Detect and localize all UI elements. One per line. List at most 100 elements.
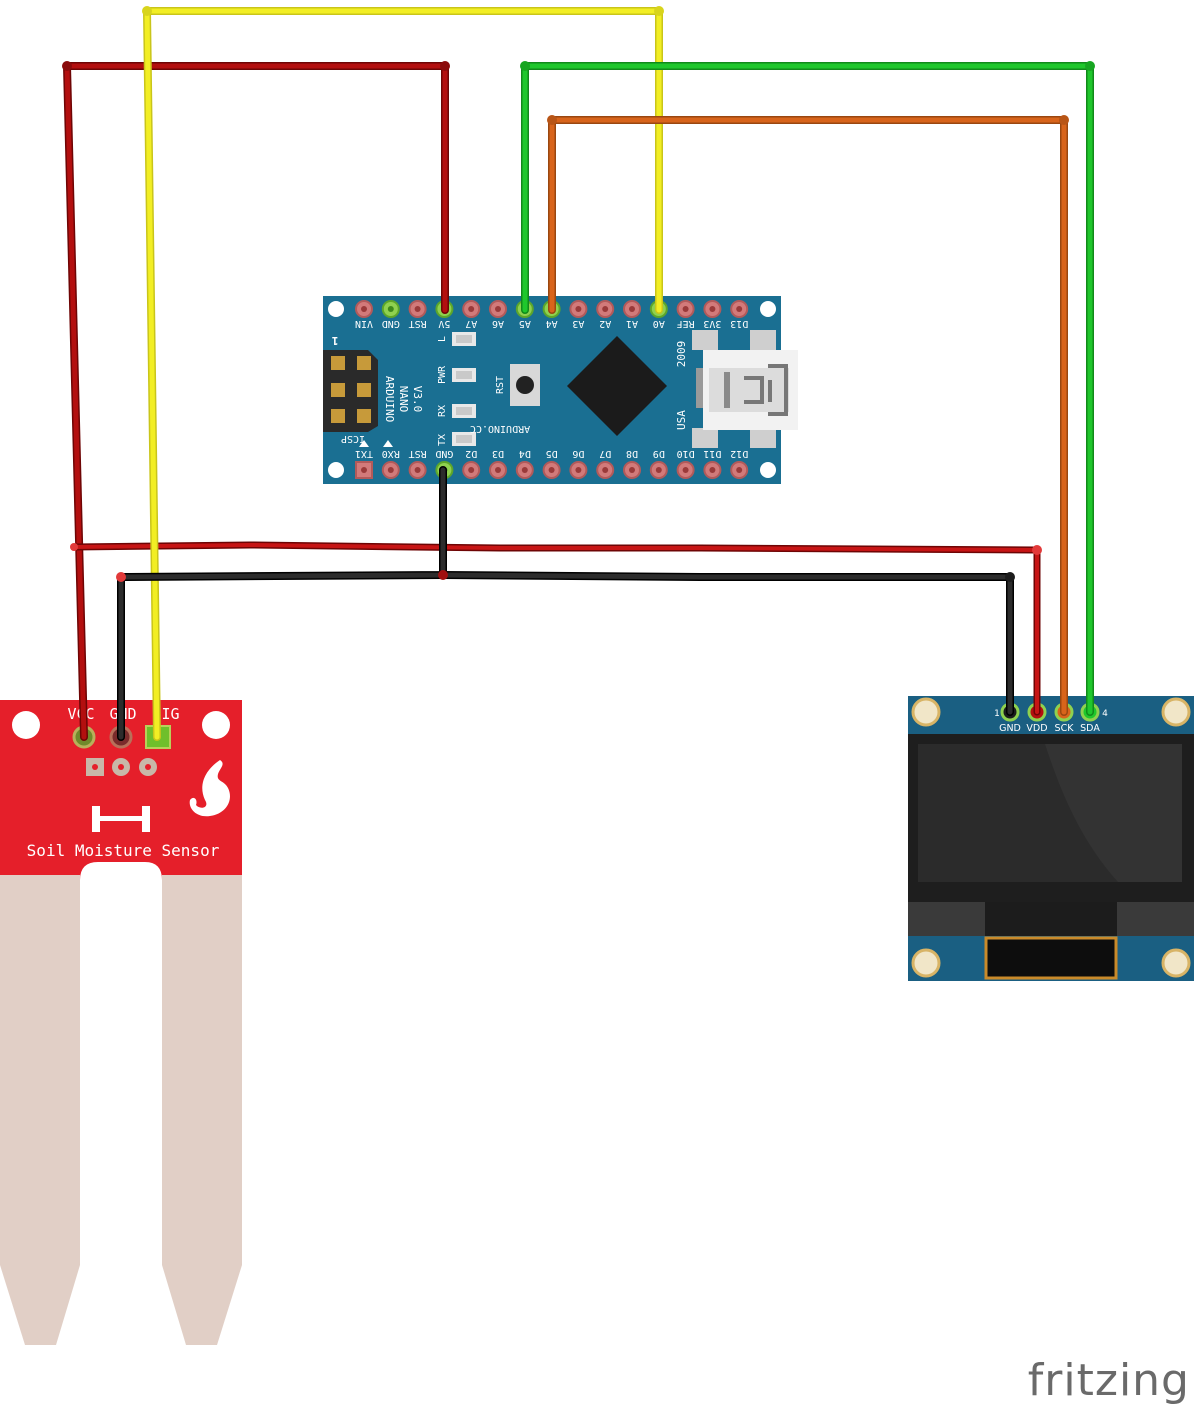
nano-icsp-pin1: 1 — [331, 334, 338, 347]
wire-a4-to-oled-sck[interactable] — [548, 116, 1068, 716]
nano-led-label-tx: TX — [437, 434, 448, 446]
nano-pin-label: A0 — [653, 318, 665, 329]
nano-country-label: USA — [675, 410, 688, 430]
nano-pin-hole — [414, 467, 421, 473]
oled-mount-hole — [911, 948, 941, 978]
wire-a0-to-sensor-sig[interactable] — [143, 7, 663, 741]
nano-pin-hole — [602, 306, 609, 312]
oled-pin-label: GND — [999, 723, 1021, 734]
nano-pin-hole — [602, 467, 609, 473]
nano-pin-hole — [414, 306, 421, 312]
nano-pin-label: D13 — [730, 318, 748, 329]
nano-pin-label: 5V — [438, 318, 450, 329]
soil-moisture-sensor: VCC GND SIG Soil Moisture Sensor — [0, 700, 242, 1345]
nano-pin-label: A7 — [465, 318, 477, 329]
nano-pin-label: GND — [382, 318, 400, 329]
nano-pin-hole — [468, 306, 475, 312]
nano-pin-label: D6 — [572, 448, 584, 459]
oled-screen-reflection — [1045, 744, 1182, 882]
nano-icsp-label: ICSP — [341, 433, 365, 444]
oled-pin-label: SCK — [1055, 723, 1075, 734]
oled-mount-hole — [911, 697, 941, 727]
nano-mount-hole — [328, 301, 344, 317]
fritzing-logo: fritzing — [1027, 1355, 1190, 1406]
nano-pin-hole — [575, 467, 582, 473]
nano-pin-label: GND — [435, 448, 453, 459]
oled-pin-label: VDD — [1026, 723, 1047, 734]
nano-pin-hole — [655, 467, 662, 473]
nano-pin-hole — [361, 467, 367, 473]
nano-pin-hole — [361, 306, 367, 312]
nano-pin-hole — [682, 306, 689, 312]
nano-mount-hole — [760, 301, 776, 317]
wire-vcc-rail-to-oled-vdd[interactable] — [70, 541, 1041, 716]
oled-pin-first-number: 1 — [994, 709, 1000, 719]
nano-pin-label: 3V3 — [703, 318, 721, 329]
nano-pin-hole — [495, 306, 501, 312]
sensor-mount-hole-right — [202, 711, 230, 739]
nano-mount-hole — [760, 462, 776, 478]
sensor-board — [0, 700, 242, 880]
nano-pin-label: A6 — [492, 318, 504, 329]
nano-rx-arrow-icon — [383, 440, 393, 447]
nano-pin-hole — [682, 467, 689, 473]
nano-pin-label: D5 — [546, 448, 558, 459]
nano-pin-hole — [387, 306, 394, 312]
sensor-probe-left — [0, 860, 80, 1345]
nano-pin-label: A3 — [572, 318, 584, 329]
wire-ground-rail-to-oled-gnd[interactable] — [439, 571, 1014, 716]
sparkfun-flame-icon — [189, 760, 230, 817]
nano-pin-hole — [736, 467, 743, 473]
nano-led-label-rx: RX — [437, 405, 448, 417]
nano-pin-hole — [495, 467, 501, 473]
nano-year-label: 2009 — [675, 341, 688, 368]
nano-site-label: ARDUINO.CC — [470, 423, 530, 434]
wire-5v-to-sensor-vcc[interactable] — [63, 62, 449, 741]
nano-pin-label: D10 — [677, 448, 695, 459]
nano-microcontroller-chip — [567, 336, 667, 436]
nano-reset-button-cap[interactable] — [516, 376, 534, 394]
oled-ribbon-cable — [984, 936, 1118, 980]
oled-mount-hole — [1161, 697, 1191, 727]
sensor-probe-right — [162, 860, 242, 1345]
wire-gnd-to-ground-rail[interactable] — [117, 466, 447, 741]
nano-pin-hole — [548, 467, 555, 473]
svg-text:NANO: NANO — [397, 386, 410, 413]
nano-pin-label: D11 — [703, 448, 721, 459]
nano-pin-hole — [387, 467, 394, 473]
sensor-mount-hole-left — [12, 711, 40, 739]
nano-pin-hole — [629, 467, 635, 473]
nano-pin-label: RST — [409, 318, 427, 329]
wire-a5-to-oled-sda[interactable] — [521, 62, 1094, 716]
nano-pin-hole — [709, 467, 716, 473]
nano-pin-hole — [521, 467, 528, 473]
nano-pin-label: D4 — [519, 448, 531, 459]
nano-pin-label: D12 — [730, 448, 748, 459]
nano-pin-label: A4 — [546, 318, 558, 329]
nano-led-label-pwr: PWR — [437, 365, 448, 384]
oled-display-module: 1 4 — [908, 696, 1194, 981]
nano-pin-hole — [709, 306, 716, 312]
svg-text:ARDUINO: ARDUINO — [383, 376, 396, 422]
oled-mount-hole — [1161, 948, 1191, 978]
nano-pin-hole — [736, 306, 743, 312]
nano-pin-label: D3 — [492, 448, 504, 459]
sensor-name: Soil Moisture Sensor — [27, 841, 220, 860]
nano-model-text: ARDUINO NANO V3.0 — [383, 376, 424, 422]
nano-pin-hole — [468, 467, 475, 473]
nano-pin-label: RX0 — [382, 448, 400, 459]
nano-bottom-pin-row — [355, 461, 749, 479]
nano-usb-connector — [692, 330, 798, 448]
nano-icsp-header — [323, 350, 378, 432]
nano-pin-label: D7 — [599, 448, 611, 459]
nano-pin-label: D2 — [465, 448, 477, 459]
nano-reset-label: RST — [495, 376, 506, 394]
nano-pin-label: A5 — [519, 318, 531, 329]
svg-text:V3.0: V3.0 — [411, 386, 424, 413]
nano-pin-label: D9 — [653, 448, 665, 459]
